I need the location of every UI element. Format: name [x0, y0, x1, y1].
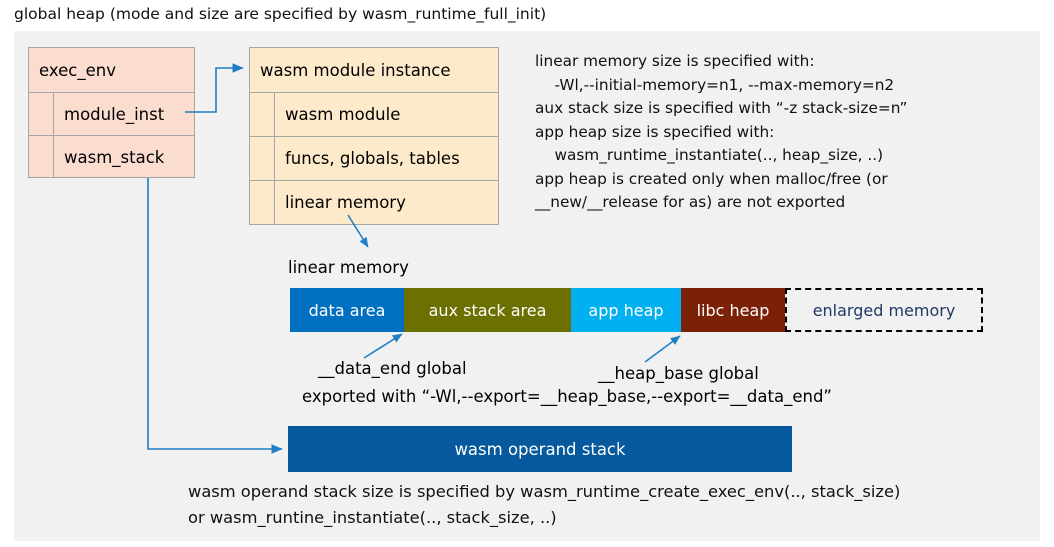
exec-env-header-label: exec_env — [39, 60, 116, 80]
module-instance-row-funcs-globals-tables: funcs, globals, tables — [250, 136, 498, 180]
memory-segment-aux-stack-area[interactable]: aux stack area — [404, 288, 571, 332]
memory-segment-label: enlarged memory — [812, 300, 956, 320]
callout-data-end: __data_end global — [318, 359, 467, 378]
exec-env-box: exec_env module_inst wasm_stack — [28, 47, 195, 178]
wasm-operand-stack-box: wasm operand stack — [288, 426, 792, 472]
memory-segment-label: data area — [308, 300, 386, 320]
linear-memory-label: linear memory — [288, 258, 409, 277]
indent-spacer — [250, 137, 275, 180]
memory-segment-enlarged-memory[interactable]: enlarged memory — [785, 288, 983, 332]
linear-memory-bar: data area aux stack area app heap libc h… — [290, 288, 983, 332]
memory-segment-libc-heap[interactable]: libc heap — [681, 288, 785, 332]
memory-segment-data-area[interactable]: data area — [290, 288, 404, 332]
indent-spacer — [250, 181, 275, 224]
module-instance-row-label: linear memory — [285, 193, 406, 212]
memory-segment-label: app heap — [588, 300, 664, 320]
callout-heap-base: __heap_base global — [598, 364, 759, 383]
module-instance-row-label: wasm module — [285, 105, 401, 124]
exec-env-row-module-inst: module_inst — [29, 92, 194, 135]
module-instance-row-label: funcs, globals, tables — [285, 149, 460, 168]
wasm-operand-stack-label: wasm operand stack — [454, 439, 626, 459]
module-instance-header: wasm module instance — [250, 48, 498, 92]
indent-spacer — [29, 136, 54, 178]
memory-segment-label: aux stack area — [428, 300, 547, 320]
indent-spacer — [29, 93, 54, 135]
wasm-module-instance-box: wasm module instance wasm module funcs, … — [249, 47, 499, 225]
memory-segment-app-heap[interactable]: app heap — [571, 288, 681, 332]
memory-segment-label: libc heap — [696, 300, 770, 320]
page-title: global heap (mode and size are specified… — [14, 5, 547, 23]
exec-env-row-label: module_inst — [64, 104, 165, 124]
exec-env-header: exec_env — [29, 48, 194, 92]
exec-env-row-wasm-stack: wasm_stack — [29, 135, 194, 178]
linear-memory-note: linear memory size is specified with: -W… — [535, 52, 908, 211]
exec-env-row-label: wasm_stack — [64, 147, 165, 167]
callout-exported: exported with “-Wl,--export=__heap_base,… — [302, 387, 832, 406]
operand-stack-note: wasm operand stack size is specified by … — [188, 482, 901, 527]
module-instance-header-label: wasm module instance — [260, 60, 451, 80]
module-instance-row-linear-memory: linear memory — [250, 180, 498, 224]
indent-spacer — [250, 93, 275, 136]
module-instance-row-wasm-module: wasm module — [250, 92, 498, 136]
